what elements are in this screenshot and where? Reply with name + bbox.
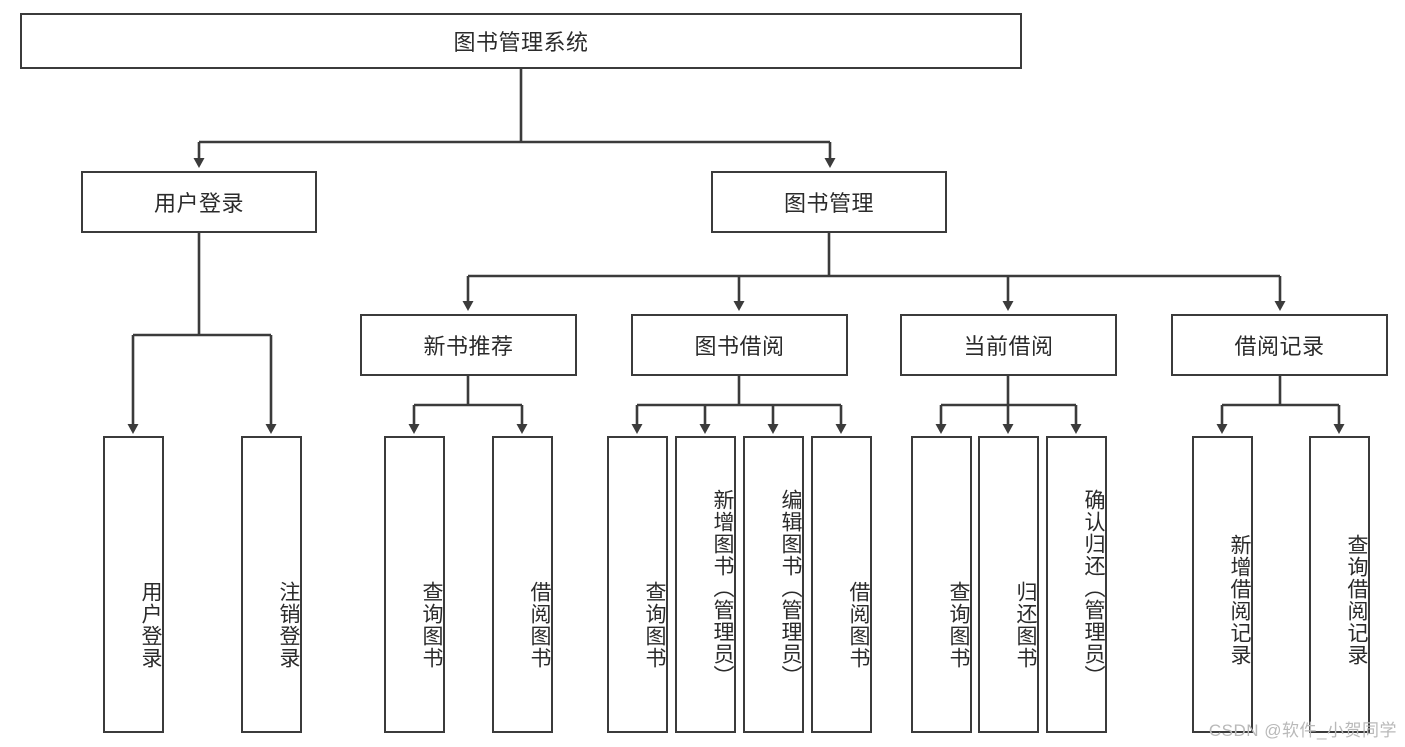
leaf-logout-login[interactable]: 注销登录 [241, 436, 302, 733]
leaf-query-book-recommend[interactable]: 查询图书 [384, 436, 445, 733]
node-label: 图书借阅 [694, 334, 785, 359]
node-label: 查询图书 [947, 580, 970, 669]
node-label: 查询图书 [420, 580, 443, 669]
node-label: 图书管理系统 [453, 30, 589, 55]
node-label: 新增图书（管理员） [711, 488, 734, 687]
leaf-add-book-admin[interactable]: 新增图书（管理员） [675, 436, 736, 733]
leaf-query-book-current[interactable]: 查询图书 [911, 436, 972, 733]
leaf-borrow-book-recommend[interactable]: 借阅图书 [492, 436, 553, 733]
node-label: 借阅记录 [1234, 334, 1325, 359]
node-label: 编辑图书（管理员） [779, 488, 802, 687]
leaf-add-borrow-record[interactable]: 新增借阅记录 [1192, 436, 1253, 733]
node-label: 图书管理 [783, 191, 874, 216]
node-label: 新增借阅记录 [1228, 533, 1251, 666]
node-label: 确认归还（管理员） [1082, 488, 1105, 687]
leaf-query-borrow-record[interactable]: 查询借阅记录 [1309, 436, 1370, 733]
node-root[interactable]: 图书管理系统 [20, 13, 1022, 69]
node-label: 用户登录 [153, 191, 244, 216]
node-label: 借阅图书 [847, 580, 870, 669]
node-label: 查询图书 [643, 580, 666, 669]
node-borrow-record[interactable]: 借阅记录 [1171, 314, 1388, 376]
node-label: 归还图书 [1014, 580, 1037, 669]
node-label: 注销登录 [277, 580, 300, 669]
leaf-return-book[interactable]: 归还图书 [978, 436, 1039, 733]
node-new-book-recommend[interactable]: 新书推荐 [360, 314, 577, 376]
leaf-confirm-return-admin[interactable]: 确认归还（管理员） [1046, 436, 1107, 733]
leaf-query-book-borrow[interactable]: 查询图书 [607, 436, 668, 733]
leaf-borrow-book[interactable]: 借阅图书 [811, 436, 872, 733]
watermark-text: CSDN @软件_小贺同学 [1208, 721, 1397, 740]
node-label: 借阅图书 [528, 580, 551, 669]
node-book-manage[interactable]: 图书管理 [711, 171, 947, 233]
leaf-edit-book-admin[interactable]: 编辑图书（管理员） [743, 436, 804, 733]
node-label: 新书推荐 [423, 334, 514, 359]
node-label: 查询借阅记录 [1345, 533, 1368, 666]
node-book-borrow[interactable]: 图书借阅 [631, 314, 848, 376]
node-current-borrow[interactable]: 当前借阅 [900, 314, 1117, 376]
node-user-login[interactable]: 用户登录 [81, 171, 317, 233]
node-label: 当前借阅 [963, 334, 1054, 359]
leaf-user-login[interactable]: 用户登录 [103, 436, 164, 733]
node-label: 用户登录 [139, 580, 162, 669]
